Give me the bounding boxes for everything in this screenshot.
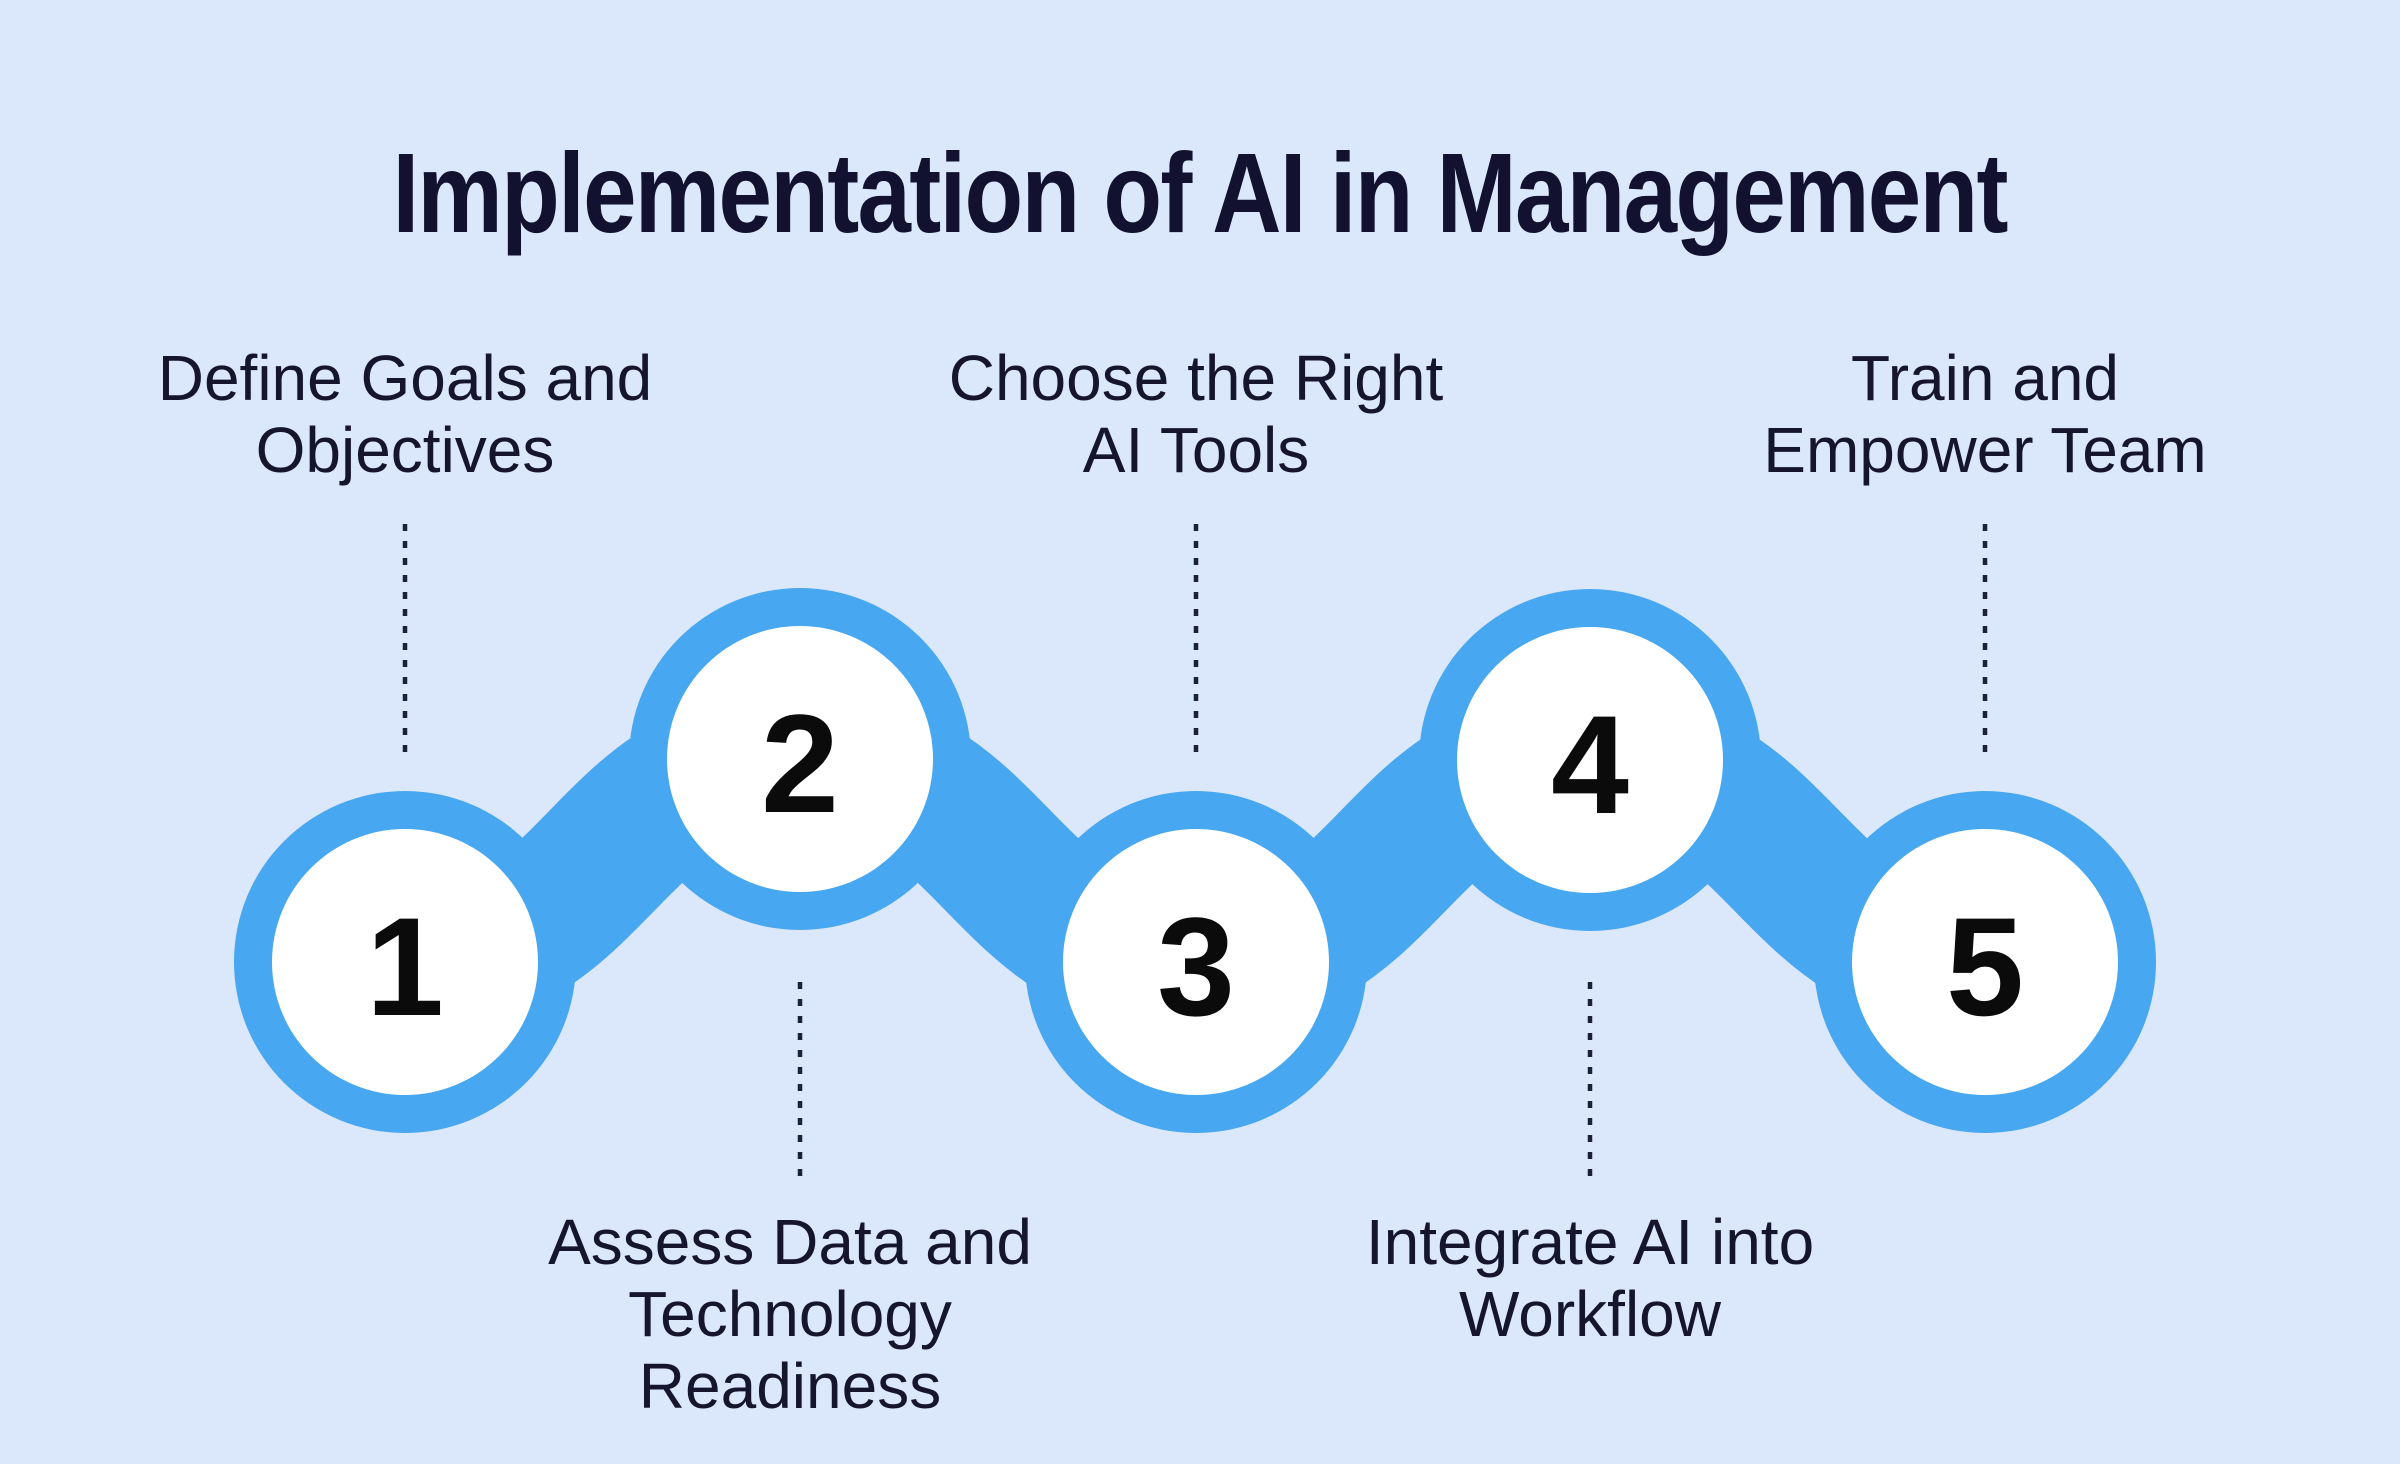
step-number-5: 5 bbox=[1946, 888, 2024, 1045]
step-label-4: Integrate AI into Workflow bbox=[1365, 1206, 1815, 1350]
step-label-1: Define Goals and Objectives bbox=[157, 342, 653, 486]
step-number-3: 3 bbox=[1157, 888, 1235, 1045]
step-number-1: 1 bbox=[366, 888, 444, 1045]
step-circle-4 bbox=[1457, 627, 1723, 893]
step-circle-1 bbox=[272, 829, 538, 1095]
step-circle-2 bbox=[667, 626, 933, 892]
title-container: Implementation of AI in Management bbox=[0, 128, 2400, 258]
step-label-5: Train and Empower Team bbox=[1763, 342, 2207, 486]
step-circle-5 bbox=[1852, 829, 2118, 1095]
step-label-2: Assess Data and Technology Readiness bbox=[548, 1206, 1032, 1422]
step-number-4: 4 bbox=[1551, 686, 1629, 843]
page-title: Implementation of AI in Management bbox=[392, 130, 2009, 256]
step-circle-3 bbox=[1063, 829, 1329, 1095]
step-label-3: Choose the Right AI Tools bbox=[948, 342, 1444, 486]
step-number-2: 2 bbox=[761, 685, 839, 842]
